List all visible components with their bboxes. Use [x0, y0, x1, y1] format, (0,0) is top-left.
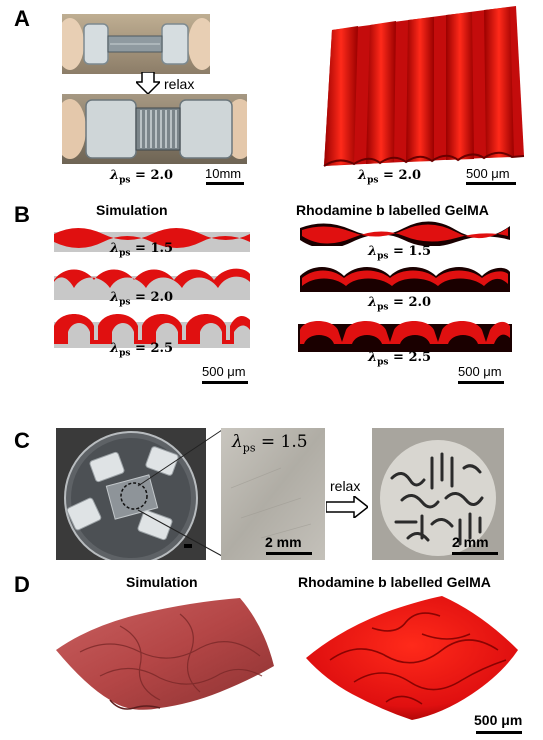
gelma-strip-3 [298, 314, 512, 354]
lambda-symbol: λ [110, 341, 120, 356]
simulation-3d-surface [50, 596, 278, 720]
simulation-strip-3 [54, 312, 250, 348]
lambda-label-b-sim-1: λps = 1.5 [110, 241, 174, 259]
lambda-symbol: λ [110, 168, 120, 183]
gelma-strip-2 [300, 266, 510, 296]
lambda-label-b-exp-2: λps = 2.0 [368, 295, 432, 313]
gelma-strip-1 [300, 220, 510, 246]
scale-label-c-mid: 2 mm [265, 534, 302, 550]
scale-bar-a-right [466, 182, 516, 185]
stretched-gel-photo [62, 14, 210, 74]
scale-bar-c-right [452, 552, 498, 555]
lambda-symbol: λ [110, 241, 120, 256]
simulation-title-d: Simulation [126, 574, 198, 590]
lambda-label-a-right: λps = 2.0 [358, 168, 422, 186]
scale-bar-b-right [458, 381, 504, 384]
scale-bar-d [476, 731, 522, 734]
relaxed-gel-photo [62, 94, 247, 164]
lambda-label-a-left: λps = 2.0 [110, 168, 174, 186]
lambda-label-b-exp-1: λps = 1.5 [368, 244, 432, 262]
lambda-symbol: λ [358, 168, 368, 183]
scale-label-c-right: 2 mm [452, 534, 489, 550]
lambda-symbol: λ [368, 244, 378, 259]
scale-bar-b-left [202, 381, 248, 384]
panel-letter-b: B [14, 202, 30, 227]
scale-label-b-left: 500 μm [202, 364, 246, 379]
panel-letter-c: C [14, 428, 30, 453]
scale-bar-a-left [206, 182, 244, 185]
scale-bar-c-mid [266, 552, 312, 555]
gelma-3d-surface [302, 594, 522, 722]
simulation-title-b: Simulation [96, 202, 168, 218]
lambda-symbol: λ [110, 290, 120, 305]
petri-dish-photo [56, 428, 206, 560]
zoomed-gel-photo [221, 428, 325, 560]
lambda-label-c: λps = 1.5 [232, 432, 308, 455]
relax-arrow-right-icon [326, 496, 368, 518]
lambda-label-b-sim-2: λps = 2.0 [110, 290, 174, 308]
relax-arrow-icon [136, 72, 160, 94]
lambda-label-b-exp-3: λps = 2.5 [368, 350, 432, 368]
lambda-symbol: λ [368, 350, 378, 365]
scale-label-d: 500 μm [474, 712, 523, 728]
panel-letter-a: A [14, 6, 30, 31]
scale-label-a-right: 500 μm [466, 166, 510, 181]
relax-label-a: relax [164, 76, 195, 92]
panel-letter-d: D [14, 572, 30, 597]
scale-label-b-right: 500 μm [458, 364, 502, 379]
lambda-symbol: λ [368, 295, 378, 310]
lambda-symbol: λ [232, 432, 243, 452]
lambda-label-b-sim-3: λps = 2.5 [110, 341, 174, 359]
zoom-connector-lines [130, 428, 230, 560]
simulation-strip-1 [54, 222, 250, 252]
wrinkled-surface-render [314, 6, 532, 168]
simulation-strip-2 [54, 266, 250, 300]
gelma-title-d: Rhodamine b labelled GelMA [298, 574, 491, 590]
wrinkled-gel-photo [372, 428, 504, 560]
gelma-title-b: Rhodamine b labelled GelMA [296, 202, 489, 218]
relax-label-c: relax [330, 478, 361, 494]
scale-label-a-left: 10mm [205, 166, 242, 181]
